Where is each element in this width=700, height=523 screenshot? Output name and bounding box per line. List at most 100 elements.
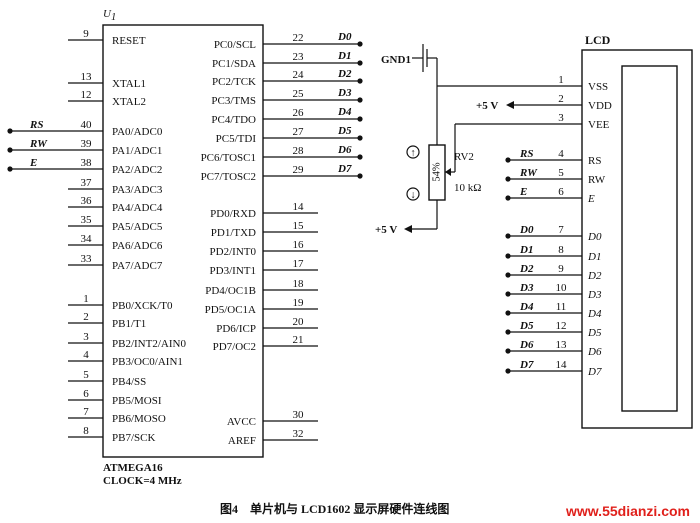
- pin-number: 16: [293, 239, 305, 251]
- pin-number: 9: [83, 28, 89, 40]
- connection-dot: [357, 116, 363, 122]
- connection-dot: [357, 135, 363, 141]
- connection-dot: [505, 176, 511, 182]
- pin-name: PC5/TDI: [216, 133, 257, 145]
- net-label: D1: [519, 244, 533, 256]
- figure-caption: 图4 单片机与 LCD1602 显示屏硬件连线图: [220, 501, 449, 516]
- pin-number: 1: [558, 74, 564, 86]
- pin-number: 34: [81, 233, 93, 245]
- pin-number: 2: [83, 311, 89, 323]
- pin-number: 13: [81, 71, 93, 83]
- mcu-part-number: ATMEGA16: [103, 462, 163, 474]
- pin-name: D7: [587, 366, 602, 378]
- pin-number: 21: [293, 334, 304, 346]
- pin-number: 7: [83, 406, 89, 418]
- mcu-u1: U1 9RESET13XTAL112XTAL240PA0/ADC0RS39PA1…: [7, 8, 363, 487]
- pin-number: 20: [293, 316, 305, 328]
- connection-dot: [505, 310, 511, 316]
- connection-dot: [357, 41, 363, 47]
- pin-number: 2: [558, 93, 564, 105]
- pot-decrease-icon: [406, 187, 420, 201]
- pin-number: 4: [83, 349, 89, 361]
- connection-dot: [7, 128, 13, 134]
- pin-name: PB1/T1: [112, 318, 146, 330]
- vcc2-arrow: [404, 225, 412, 233]
- pin-name: PA5/ADC5: [112, 221, 163, 233]
- pin-number: 27: [293, 126, 305, 138]
- pin-number: 18: [293, 278, 305, 290]
- pin-number: 9: [558, 263, 564, 275]
- pin-number: 23: [293, 51, 305, 63]
- pin-name: PB0/XCK/T0: [112, 300, 173, 312]
- pin-name: RESET: [112, 35, 146, 47]
- mcu-body: [102, 24, 264, 458]
- pin-name: PB4/SS: [112, 376, 146, 388]
- net-label: D3: [519, 282, 534, 294]
- vdd-arrow: [506, 101, 514, 109]
- pin-number: 5: [83, 369, 89, 381]
- pin-name: XTAL2: [112, 96, 146, 108]
- pin-name: PC3/TMS: [211, 95, 256, 107]
- pin-name: PB7/SCK: [112, 432, 155, 444]
- mcu-right-pins: 22PC0/SCLD023PC1/SDAD124PC2/TCKD225PC3/T…: [201, 31, 363, 447]
- pin-number: 14: [556, 359, 568, 371]
- pin-name: PD2/INT0: [210, 246, 257, 258]
- net-label: RW: [519, 167, 538, 179]
- pin-name: PA3/ADC3: [112, 184, 163, 196]
- gnd-label: GND1: [381, 54, 411, 66]
- pin-number: 19: [293, 297, 305, 309]
- pin-number: 13: [556, 339, 568, 351]
- pin-number: 37: [81, 177, 93, 189]
- pin-name: RS: [588, 155, 601, 167]
- pin-number: 4: [558, 148, 564, 160]
- pin-name: PC0/SCL: [214, 39, 256, 51]
- pin-number: 39: [81, 138, 93, 150]
- net-label: D2: [337, 68, 352, 80]
- pin-name: D1: [587, 251, 601, 263]
- pin-number: 15: [293, 220, 305, 232]
- connection-dot: [357, 154, 363, 160]
- connection-dot: [505, 368, 511, 374]
- pin-number: 38: [81, 157, 93, 169]
- mcu-clock-label: CLOCK=4 MHz: [103, 475, 182, 487]
- pin-number: 12: [81, 89, 92, 101]
- pin-number: 10: [556, 282, 568, 294]
- pin-name: PC6/TOSC1: [201, 152, 256, 164]
- net-label: E: [29, 157, 37, 169]
- connection-dot: [7, 166, 13, 172]
- pin-name: PD7/OC2: [213, 341, 256, 353]
- net-label: RW: [29, 138, 48, 150]
- net-label: D4: [337, 106, 352, 118]
- pin-number: 7: [558, 224, 564, 236]
- connection-dot: [357, 173, 363, 179]
- watermark: www.55dianzi.com: [565, 503, 690, 519]
- pin-name: PC4/TDO: [211, 114, 256, 126]
- net-label: D7: [337, 163, 352, 175]
- pin-number: 32: [293, 428, 304, 440]
- pin-name: PC2/TCK: [212, 76, 256, 88]
- pin-name: VEE: [588, 119, 610, 131]
